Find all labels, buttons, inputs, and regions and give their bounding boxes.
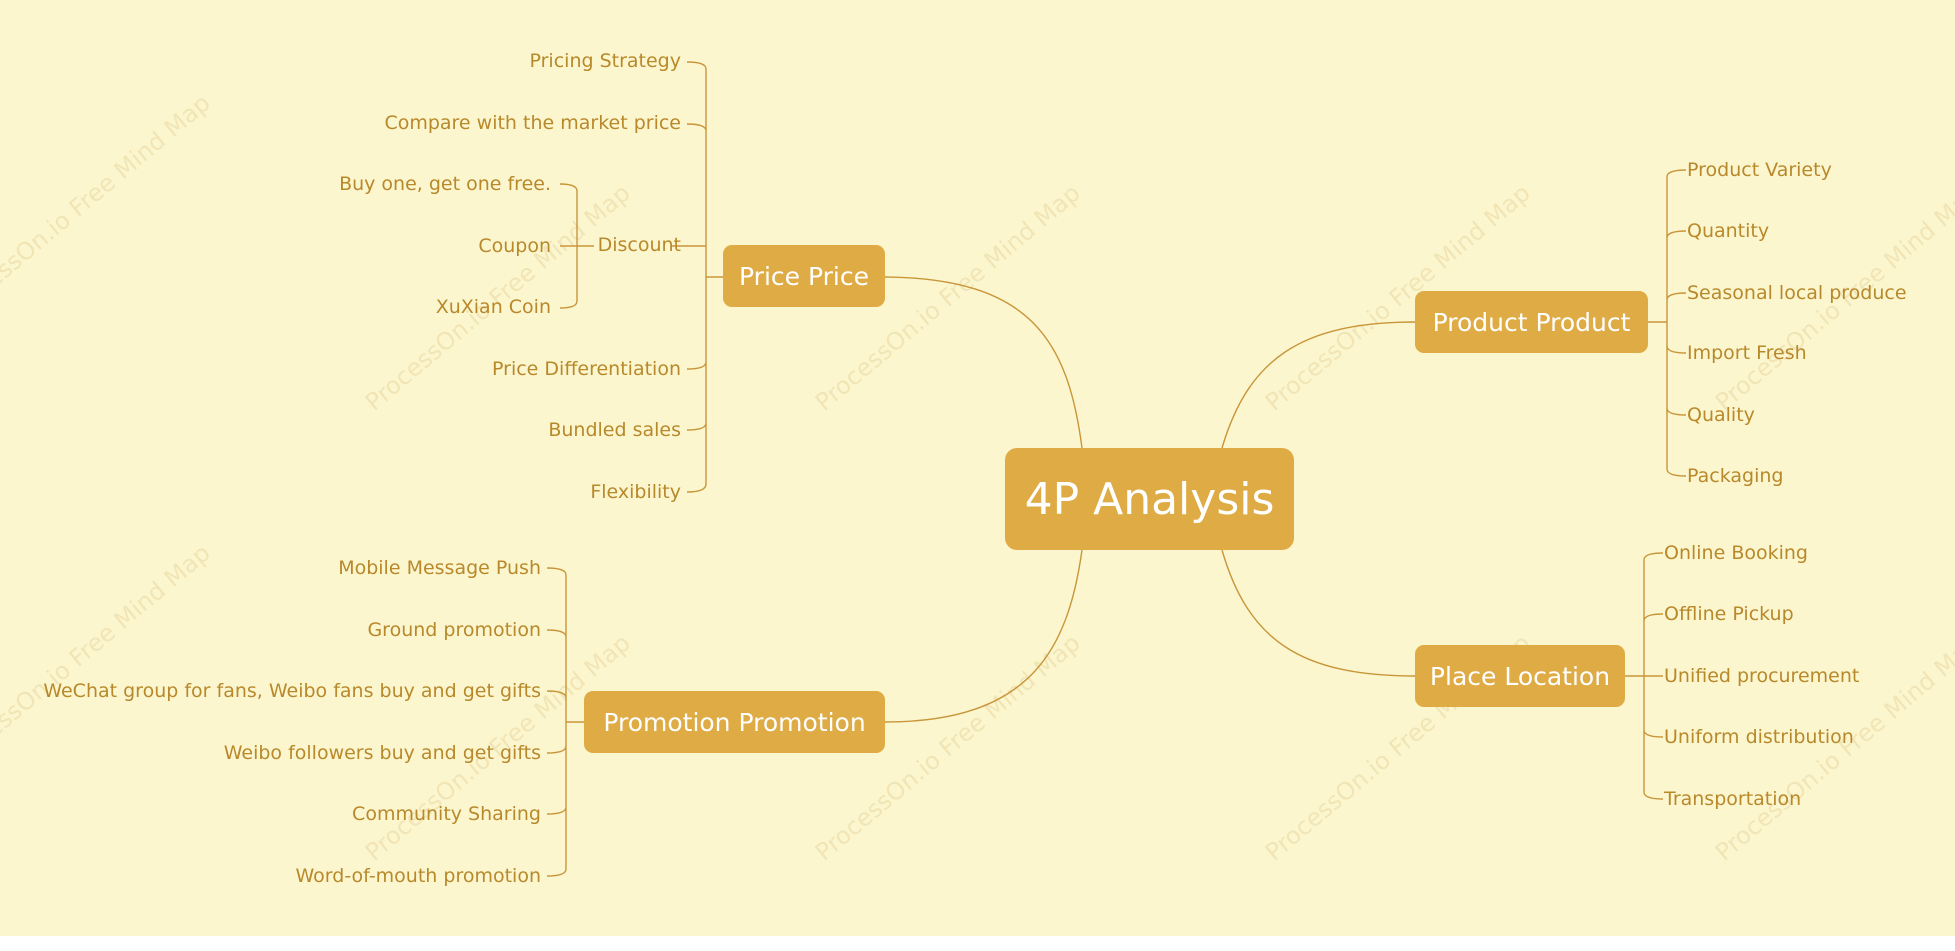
connector-root-place xyxy=(1221,549,1416,677)
branch-node-price[interactable]: Price Price xyxy=(723,245,885,307)
topic-price-item[interactable]: Bundled sales xyxy=(548,419,681,441)
branch-node-product[interactable]: Product Product xyxy=(1415,291,1648,353)
bracket-place xyxy=(1625,552,1664,800)
bracket-price xyxy=(671,61,723,493)
bracket-product xyxy=(1648,169,1687,477)
topic-place-item[interactable]: Transportation xyxy=(1664,788,1802,810)
topic-product-item[interactable]: Import Fresh xyxy=(1687,342,1807,364)
topic-product-item[interactable]: Quantity xyxy=(1687,220,1770,242)
topic-promotion-item[interactable]: Ground promotion xyxy=(367,619,541,641)
branch-node-label: Product Product xyxy=(1432,307,1631,337)
topic-price-item[interactable]: Price Differentiation xyxy=(492,358,681,380)
topic-product-item[interactable]: Product Variety xyxy=(1687,159,1832,181)
topic-place-item[interactable]: Unified procurement xyxy=(1664,665,1860,687)
topic-discount-item[interactable]: XuXian Coin xyxy=(435,296,551,318)
topic-product-item[interactable]: Quality xyxy=(1687,404,1755,426)
branch-node-label: Price Price xyxy=(739,261,869,291)
topic-price-item[interactable]: Discount xyxy=(597,234,681,256)
topic-promotion-item[interactable]: Word-of-mouth promotion xyxy=(295,865,542,887)
topic-price-item[interactable]: Pricing Strategy xyxy=(529,50,682,72)
connector-root-product xyxy=(1221,321,1416,449)
topic-place-item[interactable]: Online Booking xyxy=(1664,542,1808,564)
topic-place-item[interactable]: Offline Pickup xyxy=(1664,603,1794,625)
topic-discount-item[interactable]: Coupon xyxy=(478,235,551,257)
root-node-label: 4P Analysis xyxy=(1024,473,1275,525)
root-node[interactable]: 4P Analysis xyxy=(1005,448,1294,550)
connector-root-price xyxy=(884,276,1083,449)
topic-price-item[interactable]: Flexibility xyxy=(590,481,681,503)
topic-promotion-item[interactable]: Weibo followers buy and get gifts xyxy=(223,742,541,764)
topic-product-item[interactable]: Seasonal local produce xyxy=(1687,282,1907,304)
bracket-promotion xyxy=(546,567,584,877)
topic-promotion-item[interactable]: Mobile Message Push xyxy=(338,557,541,579)
branch-node-label: Promotion Promotion xyxy=(603,707,866,737)
topic-place-item[interactable]: Uniform distribution xyxy=(1664,726,1854,748)
bracket-discount xyxy=(559,183,594,309)
branch-node-label: Place Location xyxy=(1429,661,1611,691)
topic-promotion-item[interactable]: Community Sharing xyxy=(352,803,541,825)
branch-node-place[interactable]: Place Location xyxy=(1415,645,1625,707)
topic-promotion-item[interactable]: WeChat group for fans, Weibo fans buy an… xyxy=(43,680,541,702)
connector-root-promotion xyxy=(884,549,1083,723)
topic-product-item[interactable]: Packaging xyxy=(1687,465,1784,487)
topic-discount-item[interactable]: Buy one, get one free. xyxy=(339,173,551,195)
topic-price-item[interactable]: Compare with the market price xyxy=(384,112,681,134)
branch-node-promotion[interactable]: Promotion Promotion xyxy=(584,691,885,753)
